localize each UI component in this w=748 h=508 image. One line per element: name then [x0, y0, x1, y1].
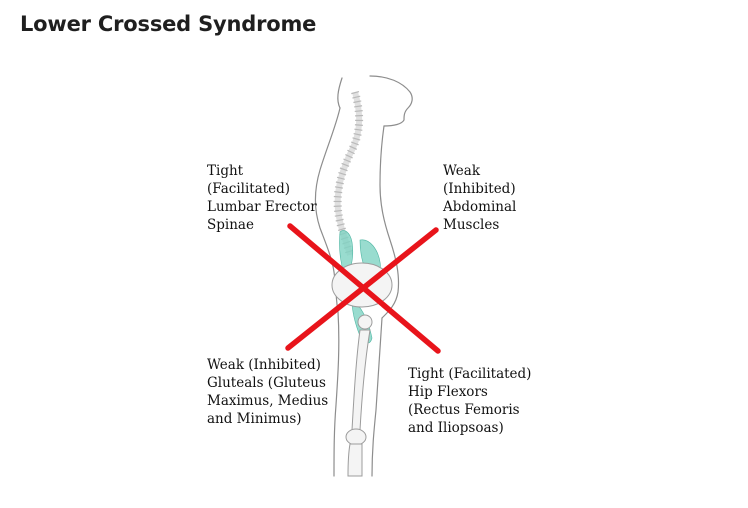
label-line: Tight: [207, 163, 244, 179]
label-line: Weak (Inhibited): [207, 357, 321, 373]
label-line: Weak: [443, 163, 480, 179]
label-line: and Minimus): [207, 411, 302, 427]
label-line: Tight (Facilitated): [408, 366, 532, 382]
red-cross-mark: [285, 223, 441, 354]
label-hip-flexors: Tight (Facilitated) Hip Flexors (Rectus …: [408, 365, 531, 437]
label-line: (Inhibited): [443, 181, 516, 197]
label-line: Maximus, Medius: [207, 393, 329, 409]
label-line: (Facilitated): [207, 181, 291, 197]
hip-joint: [357, 314, 373, 330]
tibia: [347, 443, 363, 477]
spine: [333, 90, 364, 257]
cross-line-up: [285, 227, 439, 351]
label-line: Muscles: [443, 217, 500, 233]
label-lumbar-erector: Tight (Facilitated) Lumbar Erector Spina…: [207, 162, 317, 234]
knee: [345, 428, 367, 446]
label-line: Hip Flexors: [408, 384, 488, 400]
body-outline: [314, 75, 413, 477]
skeleton: [331, 262, 393, 477]
label-line: Gluteals (Gluteus: [207, 375, 326, 391]
page-title: Lower Crossed Syndrome: [20, 12, 317, 36]
label-abdominal: Weak (Inhibited) Abdominal Muscles: [443, 162, 516, 234]
femur: [351, 329, 371, 431]
label-line: (Rectus Femoris: [408, 402, 520, 418]
label-line: Spinae: [207, 217, 254, 233]
label-gluteals: Weak (Inhibited) Gluteals (Gluteus Maxim…: [207, 356, 328, 428]
label-line: Lumbar Erector: [207, 199, 317, 215]
label-line: Abdominal: [443, 199, 517, 215]
label-line: and Iliopsoas): [408, 420, 504, 436]
